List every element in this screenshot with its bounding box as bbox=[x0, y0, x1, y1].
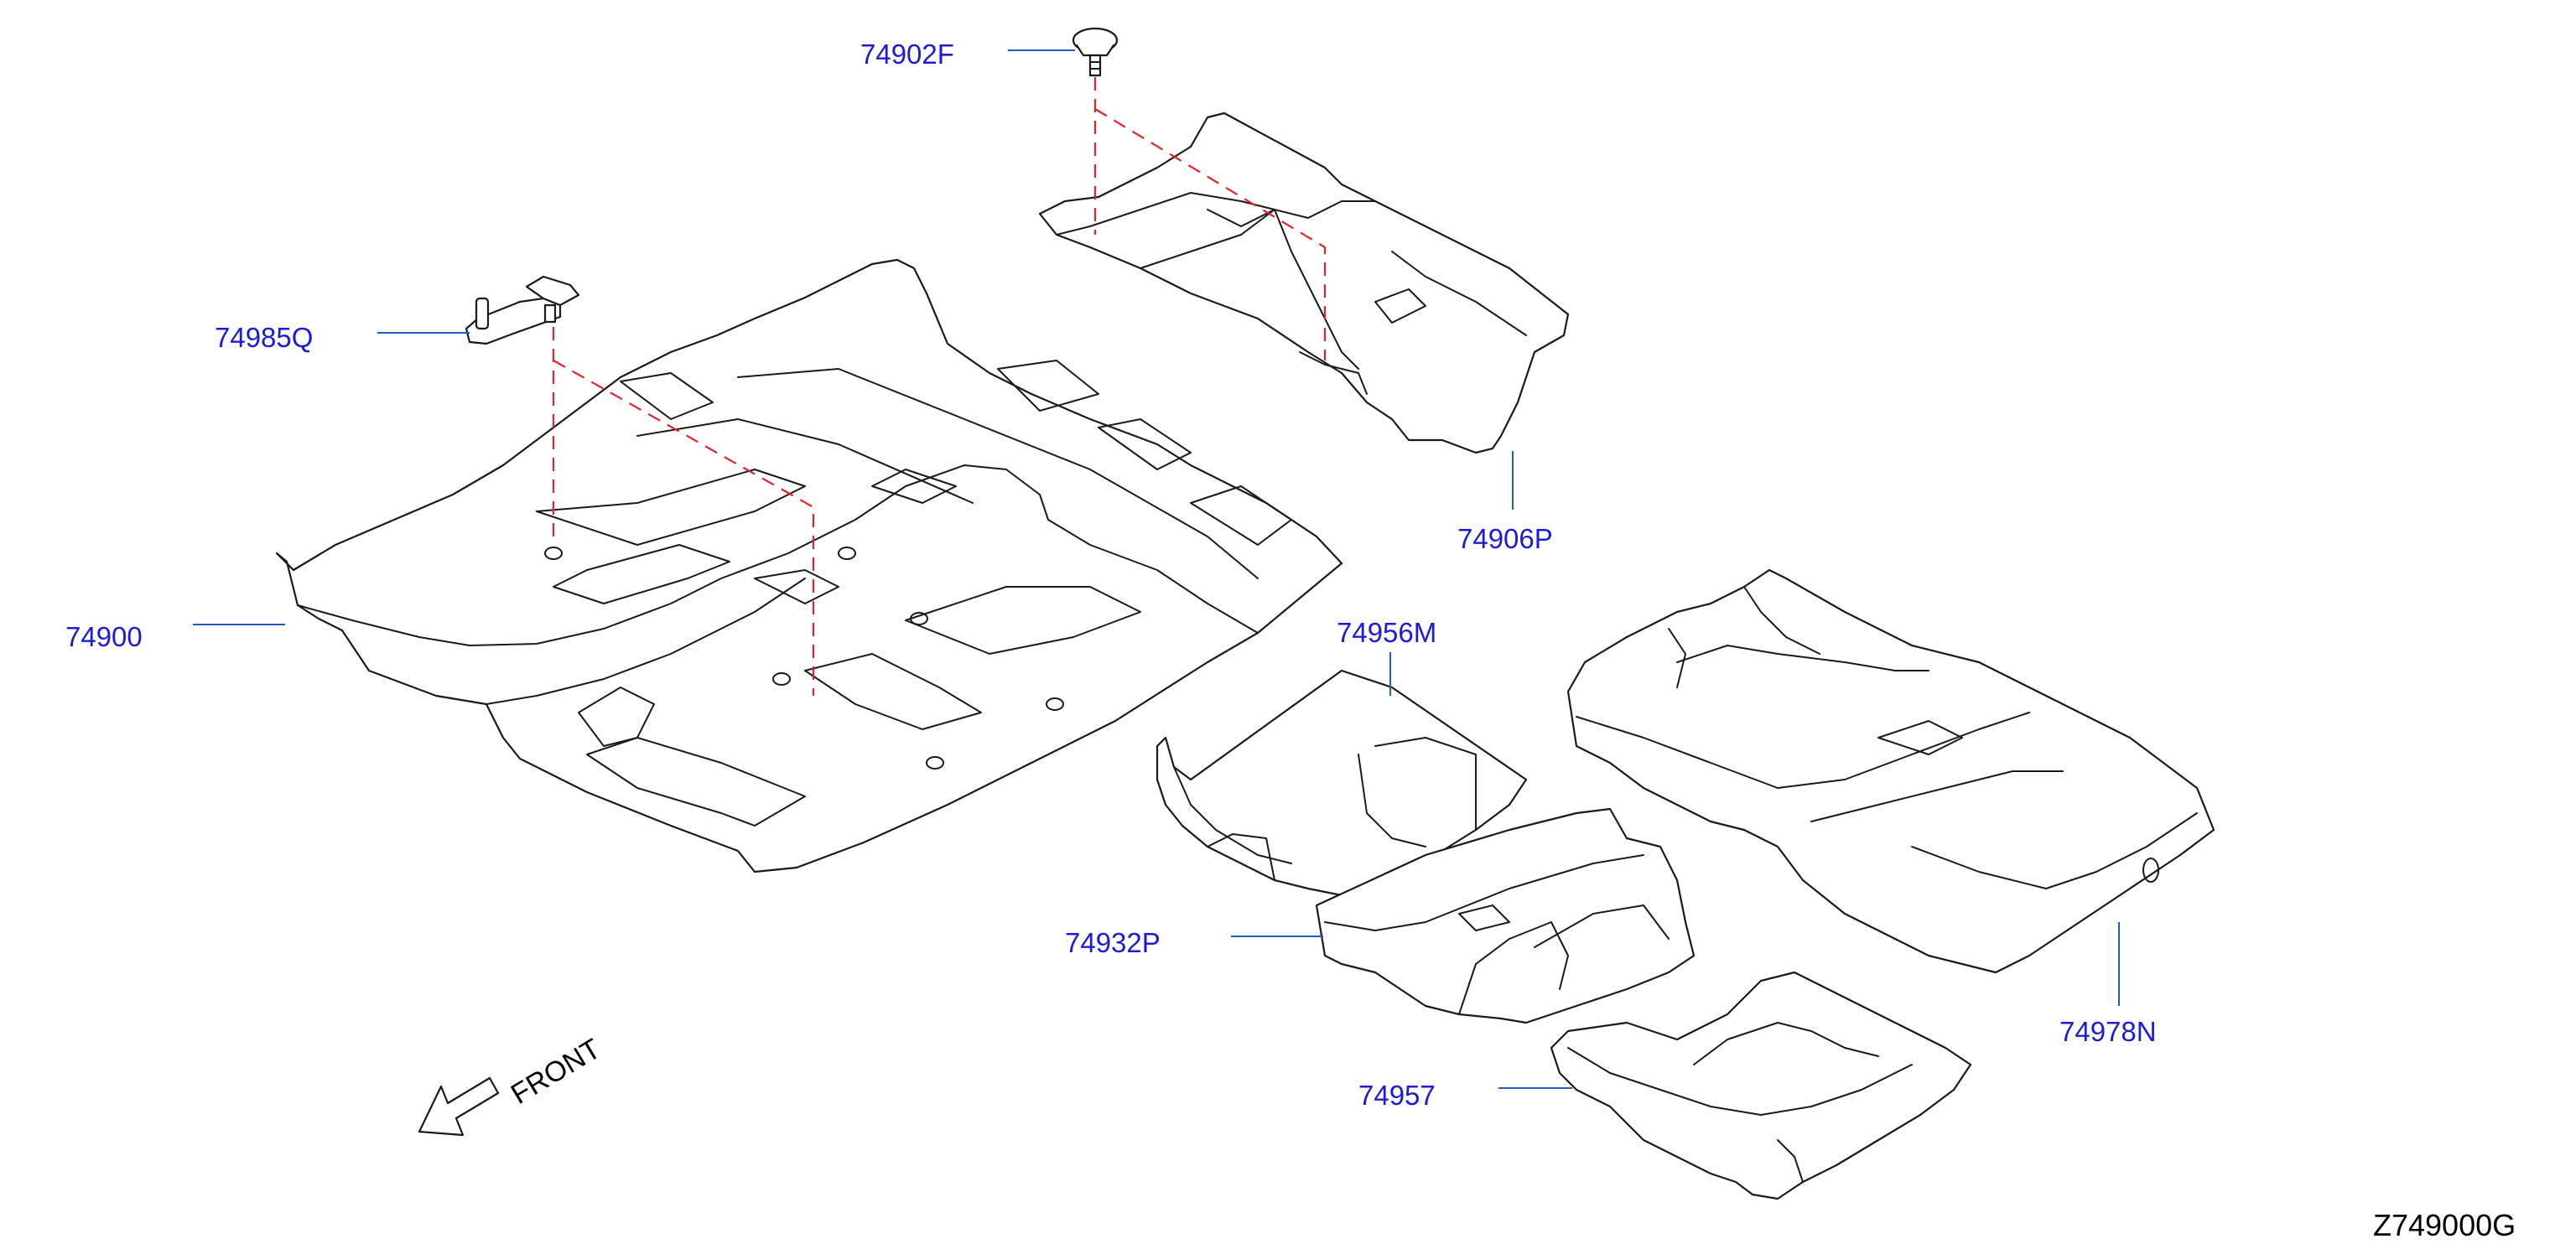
floor-mat-set-74978N bbox=[1566, 568, 2215, 974]
clip-74985Q bbox=[465, 275, 580, 345]
part-label-74956M[interactable]: 74956M bbox=[1337, 617, 1437, 648]
floor-mat-74956M bbox=[1156, 669, 1528, 899]
part-label-74902F[interactable]: 74902F bbox=[860, 39, 954, 70]
part-label-74985Q[interactable]: 74985Q bbox=[215, 322, 314, 353]
part-label-74978N[interactable]: 74978N bbox=[2059, 1016, 2157, 1047]
part-label-74957[interactable]: 74957 bbox=[1358, 1080, 1436, 1111]
part-label-74900[interactable]: 74900 bbox=[65, 621, 143, 652]
leader-lines bbox=[193, 49, 2120, 1089]
rear-floor-carpet-74906P bbox=[1038, 111, 1570, 454]
clip-74902F bbox=[1072, 27, 1119, 77]
floor-carpet-74900 bbox=[275, 258, 1343, 873]
fastener-connectors bbox=[552, 77, 1327, 696]
floor-mat-74957 bbox=[1550, 971, 1972, 1200]
tunnel-carpet-74932P bbox=[1315, 807, 1696, 1024]
part-label-74932P[interactable]: 74932P bbox=[1065, 927, 1161, 958]
part-label-74906P[interactable]: 74906P bbox=[1457, 523, 1553, 554]
diagram-code: Z749000G bbox=[2373, 1208, 2516, 1242]
front-arrow-icon bbox=[418, 1076, 500, 1137]
